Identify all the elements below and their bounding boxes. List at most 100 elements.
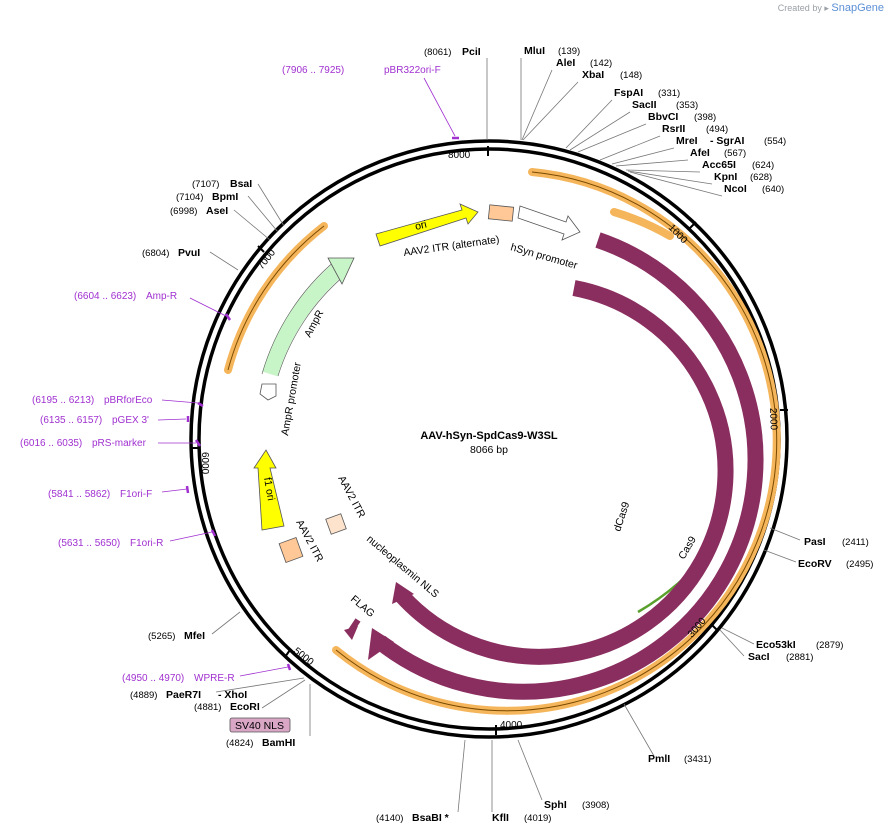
feature-aav2-itr-inner <box>325 513 347 535</box>
leader-sacii <box>569 111 631 151</box>
site-name-pmli: PmlI <box>648 753 670 765</box>
leader-acc65i <box>625 169 701 173</box>
feature-ori <box>375 203 479 247</box>
site-name-acc65i: Acc65I <box>702 159 736 171</box>
site-pos-bbvci: (398) <box>694 112 716 123</box>
primer-range-wpre-r: (4950 .. 4970) <box>122 673 184 684</box>
leader-saci <box>719 629 745 657</box>
site-name-eco53ki: Eco53kI <box>756 639 796 651</box>
feature-cas9-arrowhead <box>368 628 394 660</box>
plasmid-name: AAV-hSyn-SpdCas9-W3SL <box>420 430 558 442</box>
leader-paer7i <box>215 677 305 693</box>
site-name-mfei: MfeI <box>184 630 205 642</box>
site-pos-saci: (2881) <box>786 652 813 663</box>
feature-flag-arrowhead <box>344 626 358 640</box>
feature-cas9 <box>375 232 764 700</box>
site-name-bamhi: BamHI <box>262 737 295 749</box>
primer-range-f1ori-f: (5841 .. 5862) <box>48 489 110 500</box>
primer-range-amp-r: (6604 .. 6623) <box>74 291 136 302</box>
primer-range-f1ori-r: (5631 .. 5650) <box>58 538 120 549</box>
cas9-orange-band-core <box>335 171 778 712</box>
site-pos-asei: (6998) <box>170 206 197 217</box>
feature-label-ori: ori <box>414 218 428 232</box>
leader-pasi <box>769 527 801 541</box>
tick-label-8000: 8000 <box>448 150 471 161</box>
feature-dcas9-arrowhead <box>392 582 414 604</box>
hsyn-orange-band <box>610 208 674 240</box>
feature-label-aav2-itr-inner: AAV2 ITR <box>335 474 367 521</box>
primer-mark-amp-r <box>224 313 232 321</box>
site-pos-alei: (142) <box>590 58 612 69</box>
primer-name-prs-marker: pRS-marker <box>92 438 147 449</box>
tick-mark-1000 <box>689 221 697 229</box>
site-name-bbvci: BbvCI <box>648 111 678 123</box>
enzyme-leader-lines <box>209 58 801 813</box>
primer-mark-f1ori-f <box>185 485 190 494</box>
primer-range-prs-marker: (6016 .. 6035) <box>20 438 82 449</box>
site-pos-fspai: (331) <box>658 88 680 99</box>
leader-mfei <box>211 611 241 635</box>
primer-name-pbr322ori-f: pBR322ori-F <box>384 65 441 76</box>
site-name-kfli: KflI <box>492 812 509 824</box>
primer-leader-pbrforeco <box>161 399 199 404</box>
site-pos-acc65i: (624) <box>752 160 774 171</box>
site-pos-pcii: (8061) <box>424 47 451 58</box>
primer-range-pgex3: (6135 .. 6157) <box>40 415 102 426</box>
primer-range-pbrforeco: (6195 .. 6213) <box>32 395 94 406</box>
site-pos-bsabi: (4140) <box>376 813 403 824</box>
site-name-rsrii: RsrII <box>662 123 685 135</box>
leader-asei <box>233 209 271 241</box>
site-name-ecori: EcoRI <box>230 701 260 713</box>
primer-mark-wpre-r <box>286 663 292 671</box>
leader-bbvci <box>577 123 647 153</box>
site-name-ecorv: EcoRV <box>798 558 832 570</box>
feature-label-hsyn-promoter: hSyn promoter <box>509 241 579 272</box>
site-pos-mfei: (5265) <box>148 631 175 642</box>
primer-name-f1ori-r: F1ori-R <box>130 538 163 549</box>
leader-fspai <box>565 99 613 149</box>
leader-sphi <box>517 739 543 801</box>
leader-rsrii <box>599 135 661 161</box>
feature-ampr-promoter <box>259 383 277 401</box>
primer-range-pbr322ori-f: (7906 .. 7925) <box>282 65 344 76</box>
site-name-kpni: KpnI <box>714 171 737 183</box>
tick-label-2000: 2000 <box>767 408 779 431</box>
site-pos-pmli: (3431) <box>684 754 711 765</box>
site-pos-paer7i: (4889) <box>130 690 157 701</box>
site-pos-xbai: (148) <box>620 70 642 81</box>
site-name-mrei: MreI <box>676 135 698 147</box>
site-name-saci: SacI <box>748 651 770 663</box>
leader-xbai <box>522 81 579 141</box>
feature-label-aav2-itr-alternate: AAV2 ITR (alternate) <box>403 234 500 259</box>
site-name-alei: AleI <box>556 57 575 69</box>
site-name-ncoi: NcoI <box>724 183 747 195</box>
feature-label-ampr-promoter: AmpR promoter <box>279 361 304 437</box>
brand-name: SnapGene <box>831 2 884 14</box>
feature-sv40-nls-box <box>229 717 291 733</box>
primer-name-f1ori-f: F1ori-F <box>120 489 152 500</box>
site-pos-pvui: (6804) <box>142 248 169 259</box>
site-pos-sacii: (353) <box>676 100 698 111</box>
leader-pmli <box>623 703 655 757</box>
leader-mrei-sgrai <box>611 147 675 165</box>
primer-name-amp-r: Amp-R <box>146 291 177 302</box>
tick-mark-7000 <box>257 245 265 253</box>
feature-hsyn-promoter <box>517 205 581 241</box>
site-pos-ecori: (4881) <box>194 702 221 713</box>
leader-ncoi <box>629 171 723 197</box>
backbone-outer-ring <box>189 139 789 739</box>
site-name-pvui: PvuI <box>178 247 200 259</box>
site-pos-sgrai: (554) <box>764 136 786 147</box>
site-name-mlui: MluI <box>524 45 545 57</box>
leader-bsabi <box>457 739 466 813</box>
site-pos-afei: (567) <box>724 148 746 159</box>
site-name-sacii: SacII <box>632 99 657 111</box>
feature-aav2-itr-left <box>278 537 304 563</box>
site-pos-bsai: (7107) <box>192 179 219 190</box>
leader-ecori <box>261 679 306 709</box>
site-pos-ecorv: (2495) <box>846 559 873 570</box>
site-pos-kfli: (4019) <box>524 813 551 824</box>
site-pos-kpni: (628) <box>750 172 772 183</box>
feature-f1-ori <box>253 449 285 531</box>
